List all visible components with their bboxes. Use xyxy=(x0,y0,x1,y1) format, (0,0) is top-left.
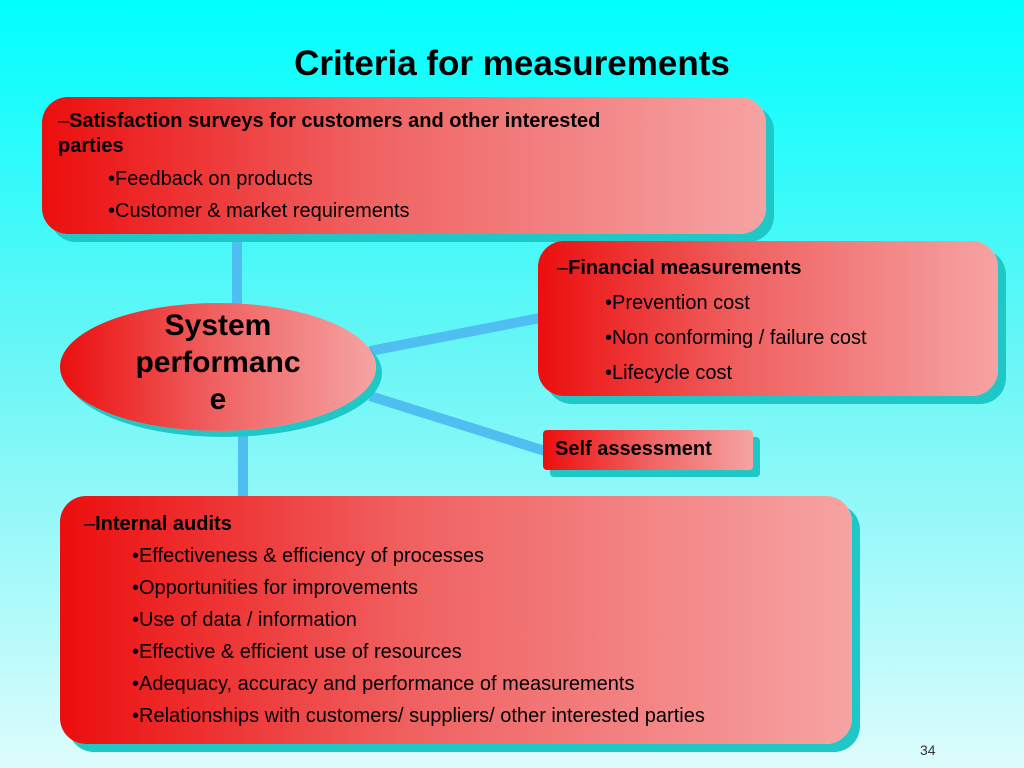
financial-heading: –Financial measurements xyxy=(557,256,802,281)
self-assessment-label: Self assessment xyxy=(555,438,712,460)
satisfaction-box xyxy=(42,97,766,234)
financial-dash: – xyxy=(557,257,569,279)
satisfaction-heading-line-1: Satisfaction surveys for customers and o… xyxy=(69,110,601,132)
slide-title: Criteria for measurements xyxy=(294,44,730,83)
satisfaction-item-requirements: •Customer & market requirements xyxy=(108,200,410,222)
page-number: 34 xyxy=(920,742,936,758)
financial-box xyxy=(538,241,998,396)
audit-item-effectiveness: •Effectiveness & efficiency of processes xyxy=(132,545,484,567)
system-performance-ellipse xyxy=(60,303,376,431)
system-performance-label: System performanc e xyxy=(60,307,376,418)
internal-audits-heading: –Internal audits xyxy=(84,512,232,537)
financial-item-failure: •Non conforming / failure cost xyxy=(605,327,867,349)
center-label-line-2: performanc xyxy=(135,346,301,379)
center-label-line-3: e xyxy=(209,383,227,416)
center-label-line-1: System xyxy=(164,309,272,342)
connector-self xyxy=(368,391,547,456)
satisfaction-dash: – xyxy=(58,110,70,132)
financial-heading-text: Financial measurements xyxy=(568,257,802,279)
financial-item-prevention: •Prevention cost xyxy=(605,292,750,314)
audit-item-data: •Use of data / information xyxy=(132,609,357,631)
satisfaction-heading: –Satisfaction surveys for customers and … xyxy=(58,109,758,159)
financial-item-lifecycle: •Lifecycle cost xyxy=(605,362,733,384)
audit-item-adequacy: •Adequacy, accuracy and performance of m… xyxy=(132,673,635,695)
satisfaction-item-feedback: •Feedback on products xyxy=(108,168,313,190)
internal-audits-heading-text: Internal audits xyxy=(95,513,232,535)
satisfaction-heading-line-2: parties xyxy=(58,135,124,157)
internal-audits-dash: – xyxy=(84,513,96,535)
audit-item-opportunities: •Opportunities for improvements xyxy=(132,577,419,599)
connector-financial xyxy=(369,312,546,356)
audit-item-relationships: •Relationships with customers/ suppliers… xyxy=(132,705,705,727)
self-assessment-box xyxy=(543,430,753,470)
audit-item-resources: •Effective & efficient use of resources xyxy=(132,641,462,663)
internal-audits-box xyxy=(60,496,852,744)
